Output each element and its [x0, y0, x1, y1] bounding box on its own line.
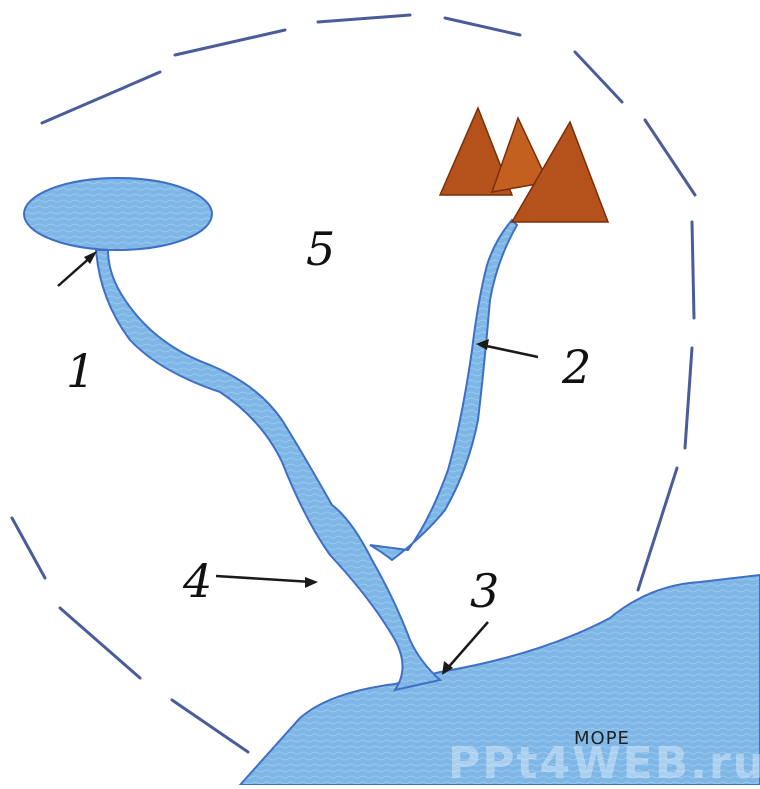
label-3: 3	[470, 568, 499, 614]
lake	[24, 178, 212, 250]
mountain-stream	[370, 220, 517, 560]
watermark: PPt4WEB.ru	[448, 738, 760, 789]
main-river	[96, 250, 440, 690]
mountains	[440, 108, 608, 222]
label-2: 2	[562, 344, 591, 390]
arrow-to-lake-outlet	[58, 251, 97, 286]
arrow-to-confluence	[216, 576, 318, 588]
label-5: 5	[306, 226, 335, 272]
label-4: 4	[183, 558, 212, 604]
label-1: 1	[66, 348, 95, 394]
